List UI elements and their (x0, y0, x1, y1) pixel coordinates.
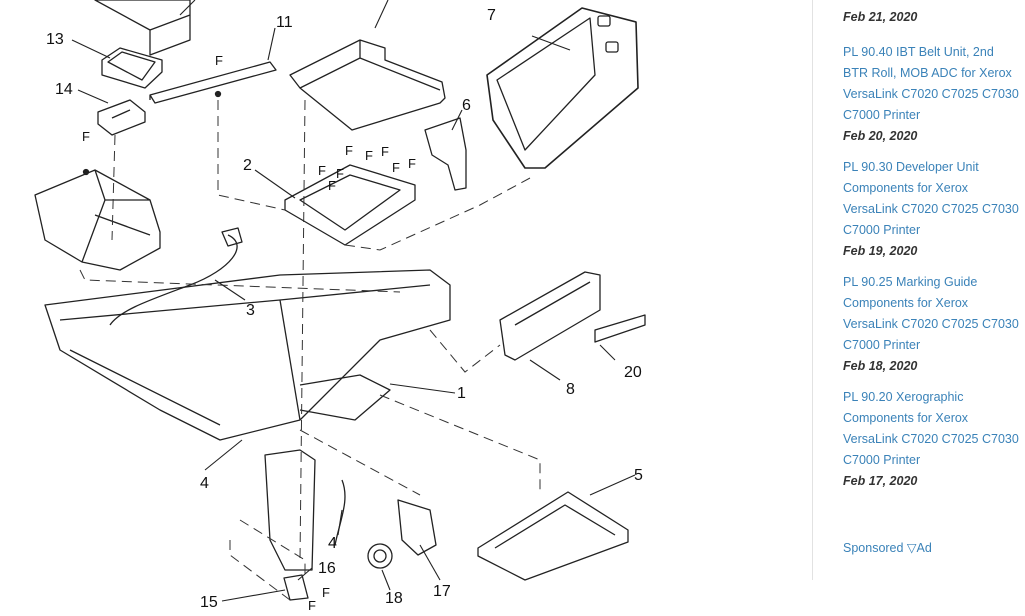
part-7-control-panel (486, 7, 639, 169)
post-item: PL 90.25 Marking Guide Components for Xe… (843, 272, 1021, 377)
part-15-plate (283, 574, 309, 601)
svg-text:F: F (308, 598, 316, 613)
post-date: Feb 21, 2020 (843, 10, 918, 24)
part-4-cable (334, 479, 346, 546)
svg-text:F: F (408, 156, 416, 171)
part-13-cover (94, 0, 191, 56)
post-item: PL 90.30 Developer Unit Components for X… (843, 157, 1021, 262)
post-item: PL 90.20 Xerographic Components for Xero… (843, 387, 1021, 492)
parts-exploded-diagram: 7 11 13 14 6 2 3 1 8 20 5 4 4 16 15 17 1… (34, 0, 646, 613)
svg-text:F: F (336, 166, 344, 181)
callout-7: 7 (487, 7, 496, 24)
part-20-strip (594, 314, 646, 343)
callout-13: 13 (46, 31, 64, 48)
post-date: Feb 19, 2020 (843, 244, 918, 258)
callout-15: 15 (200, 594, 218, 611)
part-9-cover (499, 271, 601, 361)
callout-6: 5 (634, 467, 643, 484)
post-link[interactable]: PL 90.40 IBT Belt Unit, 2nd BTR Roll, MO… (843, 45, 1019, 122)
post-date: Feb 18, 2020 (843, 359, 918, 373)
fastener-labels: F F F F F F F F F F F F (82, 53, 416, 613)
part-1-main-frame (44, 269, 451, 441)
post-link[interactable]: PL 90.20 Xerographic Components for Xero… (843, 390, 1019, 467)
lower-bracket (264, 449, 316, 571)
post-date: Feb 20, 2020 (843, 129, 918, 143)
svg-text:F: F (215, 53, 223, 68)
callout-3: 3 (246, 302, 255, 319)
svg-text:F: F (381, 144, 389, 159)
callout-labels: 7 11 13 14 6 2 3 1 8 20 5 4 4 16 15 17 1… (46, 7, 643, 611)
part-2-frame (284, 164, 416, 246)
sponsored-ad-link[interactable]: Sponsored ▽Ad (843, 541, 932, 555)
callout-16: 16 (318, 560, 336, 577)
callout-2: 2 (243, 157, 252, 174)
part-11-rail (149, 61, 277, 104)
post-link[interactable]: PL 90.30 Developer Unit Components for X… (843, 160, 1019, 237)
callout-8: 6 (462, 97, 471, 114)
post-date: Feb 17, 2020 (843, 474, 918, 488)
svg-text:F: F (82, 129, 90, 144)
column-divider (812, 0, 813, 580)
callout-1: 1 (457, 385, 466, 402)
svg-text:F: F (318, 163, 326, 178)
part-14-bracket (97, 99, 146, 136)
callout-17: 17 (433, 583, 451, 600)
post-item: PL 90.40 IBT Belt Unit, 2nd BTR Roll, MO… (843, 42, 1021, 147)
svg-text:F: F (365, 148, 373, 163)
part-18-motor (367, 543, 393, 569)
left-cover (34, 169, 161, 271)
svg-text:F: F (328, 178, 336, 193)
callout-4: 4 (328, 535, 337, 552)
svg-text:F: F (345, 143, 353, 158)
part-13-cap (101, 47, 163, 89)
part-8-bracket (424, 117, 467, 191)
upper-tray (289, 39, 446, 131)
svg-text:F: F (392, 160, 400, 175)
callout-14: 14 (55, 81, 73, 98)
part-17-bracket (397, 499, 437, 556)
callout-5: 4 (200, 475, 209, 492)
callout-20: 20 (624, 364, 642, 381)
callout-11: 11 (276, 14, 293, 31)
part-6-tray (477, 491, 629, 581)
post-link[interactable]: PL 90.25 Marking Guide Components for Xe… (843, 275, 1019, 352)
part-3-cable (109, 234, 238, 326)
callout-18: 18 (385, 590, 403, 607)
callout-9: 8 (566, 381, 575, 398)
svg-text:F: F (322, 585, 330, 600)
